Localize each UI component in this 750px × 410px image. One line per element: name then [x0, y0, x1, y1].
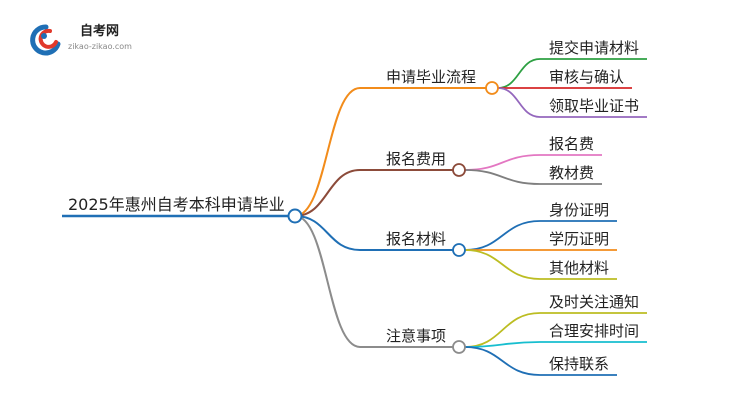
branch-4-child-2-label: 合理安排时间 — [549, 322, 639, 340]
logo-icon — [30, 24, 61, 56]
branch-2-edge — [294, 169, 361, 217]
logo-name: 自考网 — [80, 23, 119, 39]
branch-4-child-2-edge — [464, 341, 541, 348]
branch-4-label: 注意事项 — [386, 327, 446, 345]
branch-3-edge — [294, 215, 361, 251]
branch-1-child-3-label: 领取毕业证书 — [549, 97, 639, 115]
root-label: 2025年惠州自考本科申请毕业 — [68, 195, 285, 214]
root-node-circle — [287, 208, 303, 224]
branch-1-child-1-edge — [497, 58, 541, 89]
branch-4-child-3-label: 保持联系 — [549, 355, 609, 373]
branch-1-label: 申请毕业流程 — [386, 68, 476, 86]
branch-3-child-3-edge — [464, 249, 541, 280]
branch-2-node-circle — [452, 163, 466, 177]
logo: 自考网 zikao-zikao.com — [30, 23, 132, 56]
branch-2-child-2-label: 教材费 — [549, 164, 594, 182]
branch-1-edge — [294, 87, 361, 217]
branch-4-child-1-edge — [464, 312, 541, 348]
branch-4-child-3-edge — [464, 346, 541, 376]
branch-1-child-2-label: 审核与确认 — [549, 68, 624, 86]
branch-3-child-3-label: 其他材料 — [549, 259, 609, 277]
branch-3-label: 报名材料 — [386, 230, 446, 248]
branch-4-edge — [294, 215, 361, 348]
branch-4-node-circle — [452, 340, 466, 354]
branch-1-child-3-edge — [497, 87, 541, 118]
branch-3-child-1-edge — [464, 220, 541, 251]
branch-3-node-circle — [452, 243, 466, 257]
node-layer: 2025年惠州自考本科申请毕业申请毕业流程提交申请材料审核与确认领取毕业证书报名… — [68, 39, 639, 373]
branch-1-child-1-label: 提交申请材料 — [549, 39, 639, 57]
branch-3-child-1-label: 身份证明 — [549, 201, 609, 219]
logo-url: zikao-zikao.com — [68, 42, 132, 51]
branch-2-label: 报名费用 — [386, 150, 446, 168]
branch-2-child-2-edge — [464, 169, 541, 185]
branch-2-child-1-edge — [464, 154, 541, 171]
edge-layer — [62, 58, 647, 376]
branch-1-node-circle — [485, 81, 499, 95]
branch-3-child-2-label: 学历证明 — [549, 230, 609, 248]
branch-2-child-1-label: 报名费 — [549, 135, 594, 153]
branch-4-child-1-label: 及时关注通知 — [549, 293, 639, 311]
